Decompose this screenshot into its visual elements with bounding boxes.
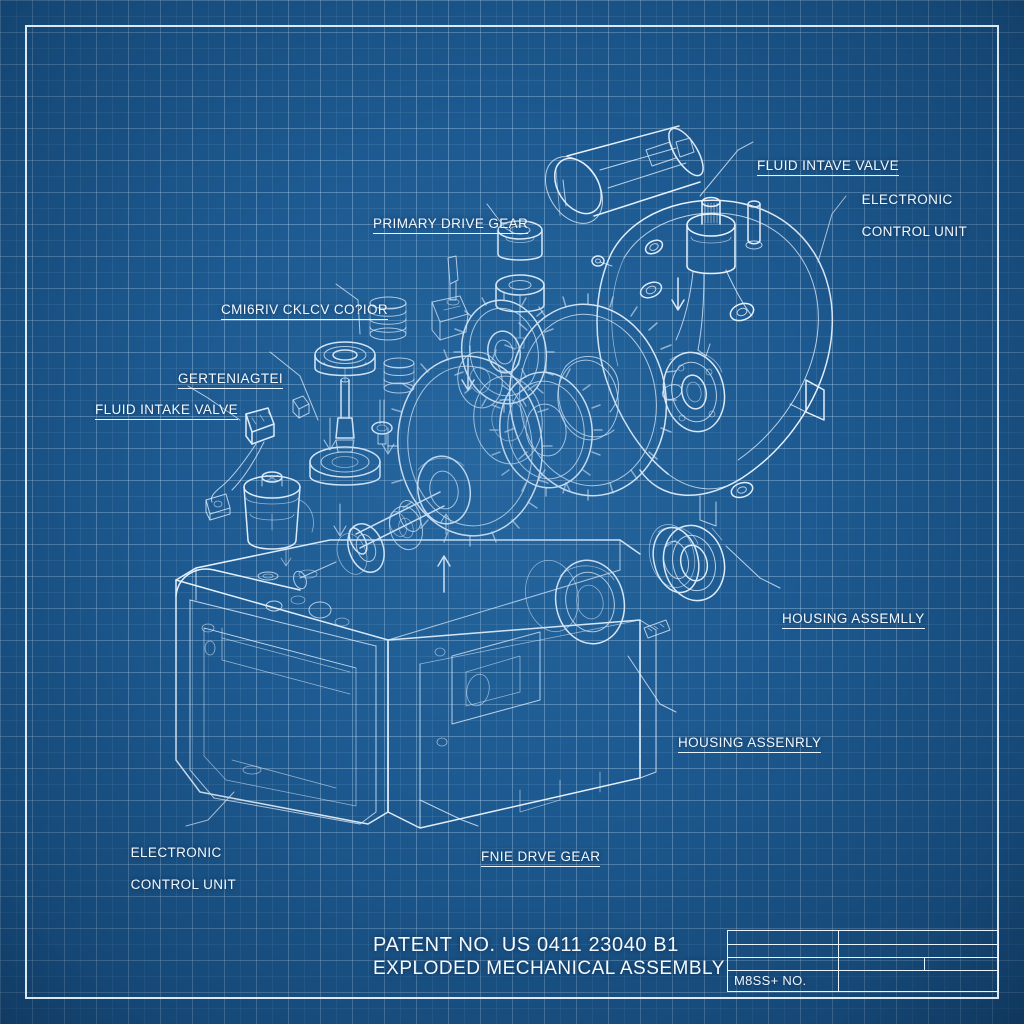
drawing-subtitle: EXPLODED MECHANICAL ASSEMBLY [373,958,725,979]
callout-primary-drive-gear: PRIMARY DRIVE GEAR [373,186,529,264]
callout-text: PRIMARY DRIVE GEAR [373,216,529,234]
title-block-row-divider [728,957,998,958]
callout-final-drive-gear: FNIE DRVE GEAR [481,819,601,897]
title-block-vertical-divider [838,931,839,991]
title-block-row-divider [728,944,998,945]
callout-line-2: CONTROL UNIT [861,224,968,239]
callout-electronic-control-unit-top: ELECTRONIC CONTROL UNIT [845,176,967,256]
callout-text: HOUSING ASSENRLY [678,735,822,753]
callout-electronic-control-unit-bottom: ELECTRONIC CONTROL UNIT [114,829,236,909]
callout-line-1: ELECTRONIC [130,845,222,860]
callout-text: HOUSING ASSEMLLY [782,611,925,629]
title-block-row-divider [728,970,998,971]
callout-text: CMI6RIV CKLCV CO?IOR [221,302,389,320]
callout-gear-retainer: GERTENIAGTEI [178,341,284,419]
callout-line-2: CONTROL UNIT [130,877,237,892]
callout-text: FLUID INTAVE VALVE [757,158,899,176]
callout-text: FLUID INTAKE VALVE [95,402,238,420]
title-block-cell-divider [924,957,925,970]
sheet-border [25,25,999,999]
patent-number: PATENT NO. US 0411 23040 B1 [373,934,679,956]
callout-text: FNIE DRVE GEAR [481,849,601,867]
callout-fluid-intake-valve-left: FLUID INTAKE VALVE [95,372,238,450]
callout-housing-assembly-right: HOUSING ASSEMLLY [782,581,925,659]
title-block-label: M8SS+ NO. [734,973,807,988]
callout-housing-assembly-lower: HOUSING ASSENRLY [678,705,822,783]
callout-fluid-intake-valve-top: FLUID INTAVE VALVE [757,128,899,206]
title-block-table: M8SS+ NO. [727,930,999,992]
callout-line-1: ELECTRONIC [861,192,953,207]
callout-text: GERTENIAGTEI [178,371,284,389]
callout-camshaft-cover: CMI6RIV CKLCV CO?IOR [221,272,389,350]
